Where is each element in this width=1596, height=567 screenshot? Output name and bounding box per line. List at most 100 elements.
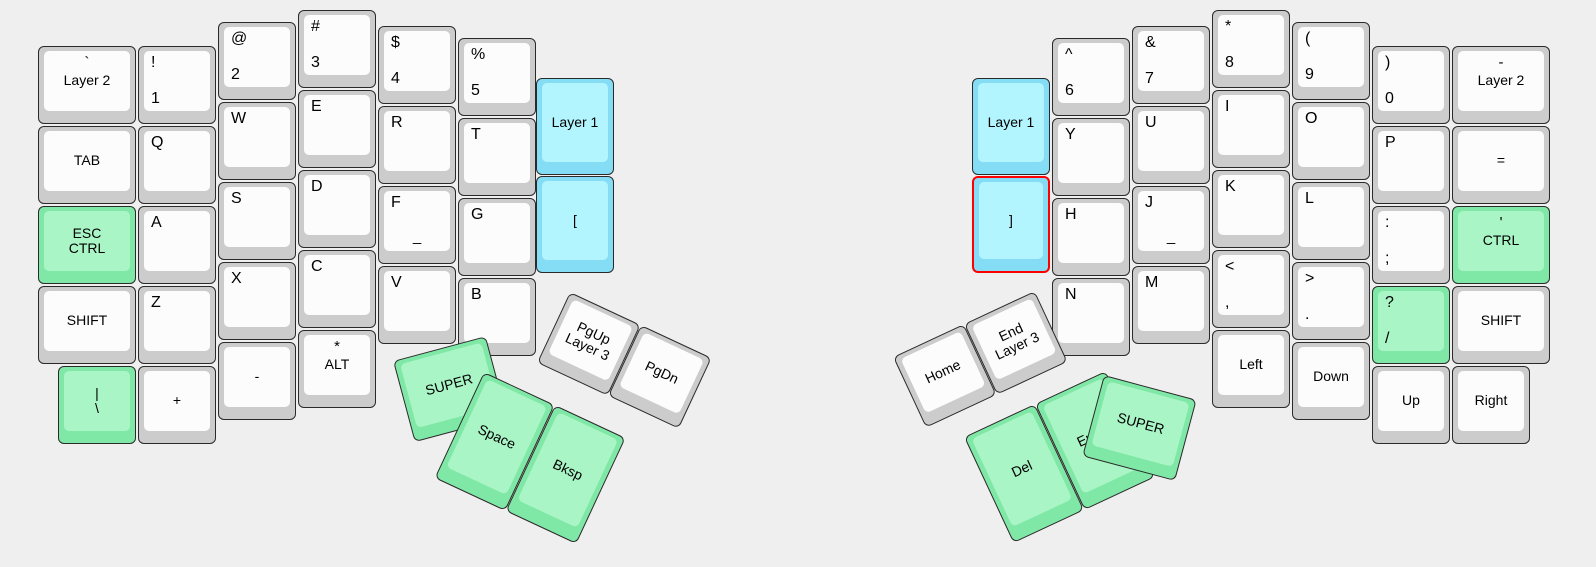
key-c-legend-topleft: C <box>311 258 323 275</box>
key-a-legend-topleft: A <box>151 214 162 231</box>
key-5[interactable]: %5 <box>458 38 536 116</box>
key-equal[interactable]: = <box>1452 126 1550 204</box>
key-0[interactable]: )0 <box>1372 46 1450 124</box>
key-j-legend-bottomcenter: _ <box>1166 227 1176 245</box>
key-3[interactable]: #3 <box>298 10 376 88</box>
key-tab[interactable]: TAB <box>38 126 136 204</box>
key-k[interactable]: K <box>1212 170 1290 248</box>
key-t[interactable]: T <box>458 118 536 196</box>
key-j-cap: J_ <box>1138 191 1204 251</box>
key-g[interactable]: G <box>458 198 536 276</box>
key-e[interactable]: E <box>298 90 376 168</box>
key-minus-legend-center: - <box>254 368 260 385</box>
key-layer-1-left[interactable]: Layer 1 <box>536 78 614 175</box>
key-b[interactable]: B <box>458 278 536 356</box>
key-t-legend-topleft: T <box>471 126 481 143</box>
key-esc-ctrl[interactable]: ESC CTRL <box>38 206 136 284</box>
key-a[interactable]: A <box>138 206 216 284</box>
key-n[interactable]: N <box>1052 278 1130 356</box>
key-layer-1-right-cap: Layer 1 <box>978 83 1044 162</box>
key-equal-cap: = <box>1458 131 1544 191</box>
key-arrow-right[interactable]: Right <box>1452 366 1530 444</box>
key-v[interactable]: V <box>378 266 456 344</box>
key-c[interactable]: C <box>298 250 376 328</box>
key-arrow-up[interactable]: Up <box>1372 366 1450 444</box>
key-2[interactable]: @2 <box>218 22 296 100</box>
key-p[interactable]: P <box>1372 126 1450 204</box>
key-m[interactable]: M <box>1132 266 1210 344</box>
key-1[interactable]: !1 <box>138 46 216 124</box>
key-end-layer3-cap: End Layer 3 <box>971 298 1057 381</box>
key-9-legend-bottomleft: 9 <box>1305 65 1314 83</box>
key-shift-right[interactable]: SHIFT <box>1452 286 1550 364</box>
key-shift-right-legend-center: SHIFT <box>1480 312 1522 329</box>
key-8-legend-topleft: * <box>1225 18 1232 35</box>
key-r[interactable]: R <box>378 106 456 184</box>
key-comma[interactable]: <, <box>1212 250 1290 328</box>
key-6[interactable]: ^6 <box>1052 38 1130 116</box>
key-q[interactable]: Q <box>138 126 216 204</box>
key-left-bracket[interactable]: [ <box>536 176 614 273</box>
key-plus[interactable]: + <box>138 366 216 444</box>
key-layer-2-left[interactable]: `Layer 2 <box>38 46 136 124</box>
key-arrow-right-legend-center: Right <box>1474 392 1508 409</box>
key-y[interactable]: Y <box>1052 118 1130 196</box>
key-arrow-left[interactable]: Left <box>1212 330 1290 408</box>
key-8[interactable]: *8 <box>1212 10 1290 88</box>
key-y-cap: Y <box>1058 123 1124 183</box>
key-comma-cap: <, <box>1218 255 1284 315</box>
key-s[interactable]: S <box>218 182 296 260</box>
key-x[interactable]: X <box>218 262 296 340</box>
key-h[interactable]: H <box>1052 198 1130 276</box>
key-right-bracket-legend-center: ] <box>1009 211 1013 228</box>
key-w[interactable]: W <box>218 102 296 180</box>
key-semicolon[interactable]: :; <box>1372 206 1450 284</box>
key-o[interactable]: O <box>1292 102 1370 180</box>
key-f[interactable]: F_ <box>378 186 456 264</box>
key-q-legend-topleft: Q <box>151 134 164 151</box>
key-h-cap: H <box>1058 203 1124 263</box>
key-layer-2-left-legend-top: ` <box>84 54 90 71</box>
key-l[interactable]: L <box>1292 182 1370 260</box>
key-layer-2-right[interactable]: -Layer 2 <box>1452 46 1550 124</box>
key-i[interactable]: I <box>1212 90 1290 168</box>
key-quote-ctrl[interactable]: 'CTRL <box>1452 206 1550 284</box>
key-shift-left-legend-center: SHIFT <box>66 312 108 329</box>
key-7[interactable]: &7 <box>1132 26 1210 104</box>
key-pgdn-cap: PgDn <box>618 332 705 415</box>
key-period[interactable]: >. <box>1292 262 1370 340</box>
key-4-legend-bottomleft: 4 <box>391 69 400 87</box>
key-9[interactable]: (9 <box>1292 22 1370 100</box>
key-tab-cap: TAB <box>44 131 130 191</box>
key-backspace-legend-center: Bksp <box>550 455 586 484</box>
key-2-cap: @2 <box>224 27 290 87</box>
key-slash-cap: ?/ <box>1378 291 1444 351</box>
key-y-legend-topleft: Y <box>1065 126 1076 143</box>
key-j[interactable]: J_ <box>1132 186 1210 264</box>
key-arrow-down[interactable]: Down <box>1292 342 1370 420</box>
key-u[interactable]: U <box>1132 106 1210 184</box>
key-layer-1-left-cap: Layer 1 <box>542 83 608 162</box>
key-right-bracket[interactable]: ] <box>972 176 1050 273</box>
key-shift-left[interactable]: SHIFT <box>38 286 136 364</box>
key-layer-1-right[interactable]: Layer 1 <box>972 78 1050 175</box>
key-m-cap: M <box>1138 271 1204 331</box>
key-c-cap: C <box>304 255 370 315</box>
key-pgdn-legend-center: PgDn <box>642 358 682 388</box>
key-shift-left-cap: SHIFT <box>44 291 130 351</box>
key-pipe-backslash[interactable]: | \ <box>58 366 136 444</box>
key-minus[interactable]: - <box>218 342 296 420</box>
key-l-cap: L <box>1298 187 1364 247</box>
key-o-legend-topleft: O <box>1305 110 1318 127</box>
key-end-layer3-legend-center: End Layer 3 <box>992 319 1042 363</box>
key-d[interactable]: D <box>298 170 376 248</box>
key-layer-2-right-cap: -Layer 2 <box>1458 51 1544 111</box>
key-arrow-left-legend-center: Left <box>1239 356 1263 373</box>
key-alt-left[interactable]: *ALT <box>298 330 376 408</box>
key-e-legend-topleft: E <box>311 98 322 115</box>
key-4[interactable]: $4 <box>378 26 456 104</box>
key-z[interactable]: Z <box>138 286 216 364</box>
key-0-cap: )0 <box>1378 51 1444 111</box>
key-alt-left-legend-top: * <box>334 338 340 355</box>
key-slash[interactable]: ?/ <box>1372 286 1450 364</box>
